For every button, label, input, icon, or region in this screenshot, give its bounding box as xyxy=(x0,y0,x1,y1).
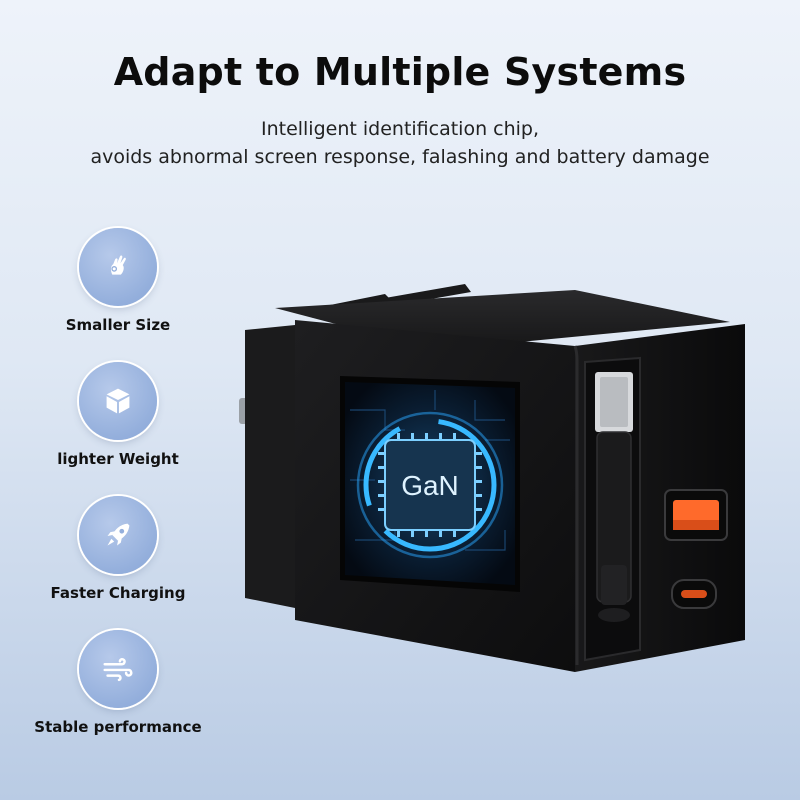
feature-label: Faster Charging xyxy=(50,584,186,602)
feature-label: Smaller Size xyxy=(65,316,171,334)
feature-label: lighter Weight xyxy=(57,450,179,468)
usb-c-port xyxy=(671,579,717,609)
usb-a-port xyxy=(664,489,728,541)
feature-faster-charging: Faster Charging xyxy=(20,496,216,602)
feature-label: Stable performance xyxy=(34,718,202,736)
feature-lighter-weight: lighter Weight xyxy=(20,362,216,468)
page-title: Adapt to Multiple Systems xyxy=(113,50,687,94)
rocket-icon xyxy=(79,496,157,574)
gan-charger-image: GaN xyxy=(235,280,755,680)
feature-smaller-size: Smaller Size xyxy=(20,228,216,334)
charger-illustration: GaN xyxy=(239,284,745,672)
subtitle-line-2: avoids abnormal screen response, falashi… xyxy=(90,146,710,168)
subtitle-line-1: Intelligent identification chip, xyxy=(260,118,540,140)
wind-icon xyxy=(79,630,157,708)
hand-size-icon xyxy=(79,228,157,306)
feature-stable-performance: Stable performance xyxy=(20,630,216,736)
cube-icon xyxy=(79,362,157,440)
chip-label: GaN xyxy=(401,470,459,501)
